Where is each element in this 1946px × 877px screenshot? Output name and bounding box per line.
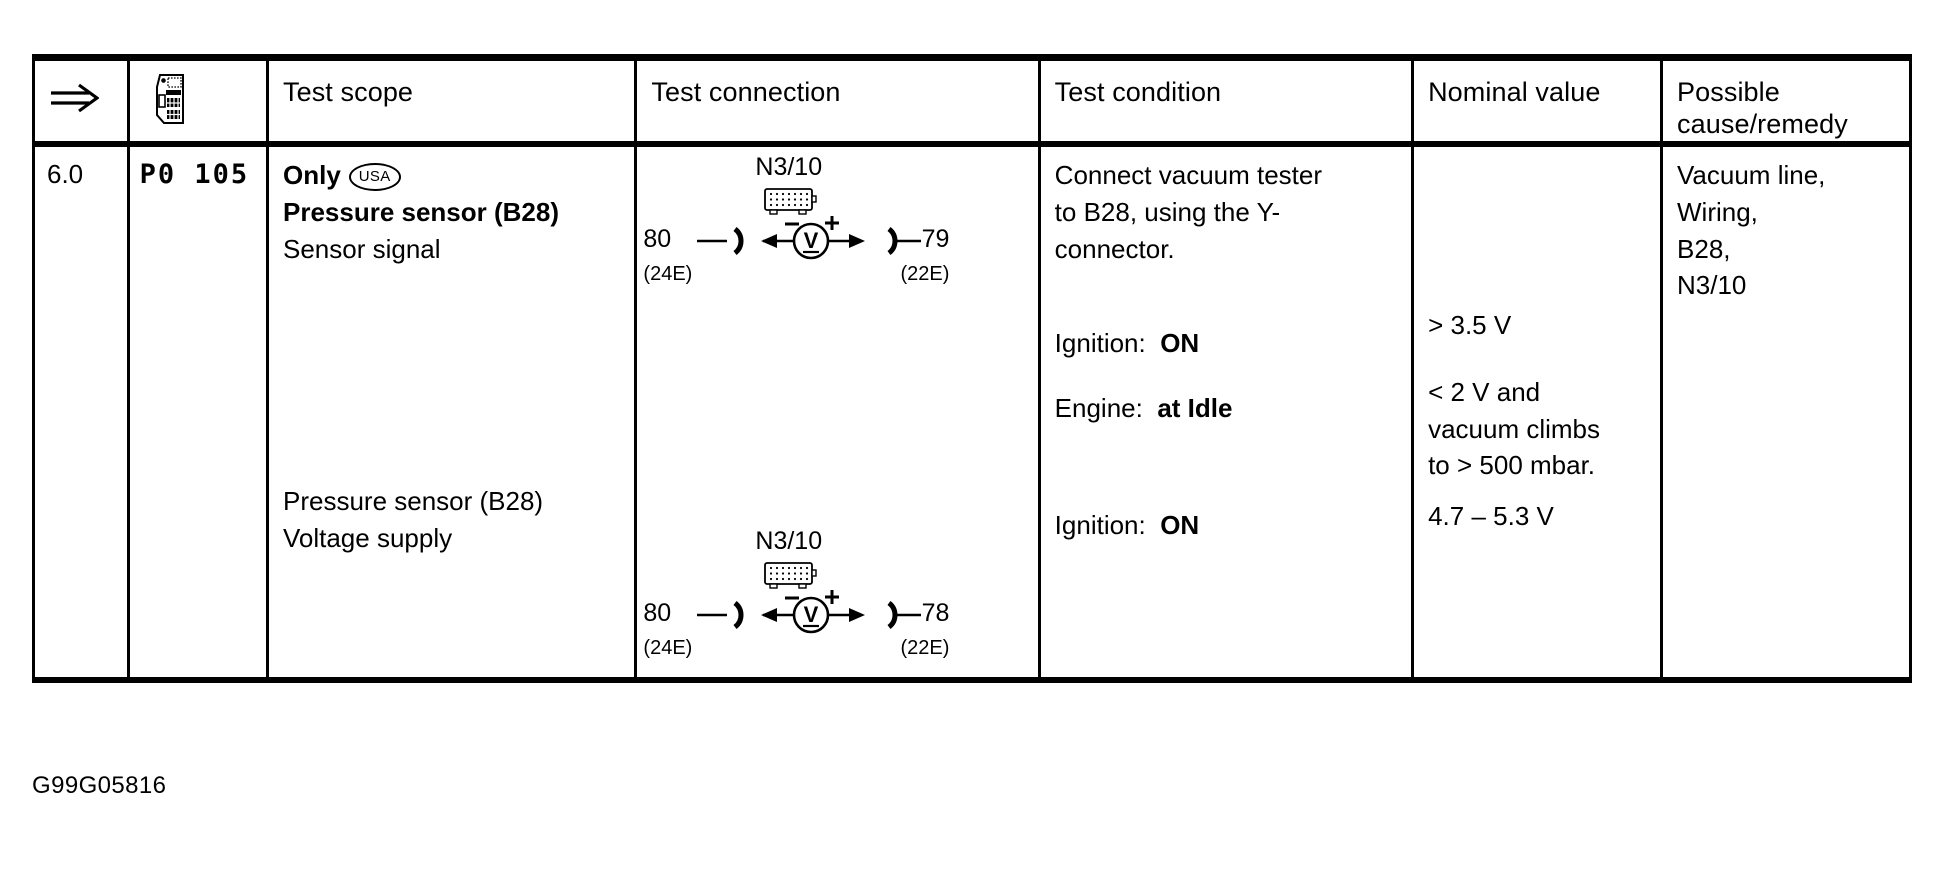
header-label-nominal-value: Nominal value (1428, 77, 1601, 107)
test-connection-diagram-2: N3/10 (637, 527, 955, 677)
test-condition-3-value: ON (1160, 510, 1200, 541)
possible-cause-item: N3/10 (1677, 270, 1747, 301)
header-label-possible-cause-line1: Possible (1677, 77, 1780, 107)
header-label-test-connection: Test connection (651, 77, 841, 107)
svg-text:V: V (804, 602, 819, 627)
header-cell-device (126, 53, 269, 147)
cell-fault-code: P0 105 (126, 143, 269, 683)
possible-cause-item: Vacuum line, (1677, 159, 1826, 190)
test-condition-1-value: ON (1160, 328, 1200, 359)
test-condition-instruction-line-3: connector. (1054, 233, 1175, 264)
diagram-2-pin-right-sub: (22E) (900, 636, 950, 659)
header-label-test-condition: Test condition (1054, 77, 1222, 107)
diagram-1-pin-right: 79 (921, 224, 950, 253)
header-cell-nominal-value: Nominal value (1411, 53, 1664, 147)
diagram-2-pin-left-sub: (24E) (643, 636, 693, 659)
test-condition-3-label: Ignition: (1054, 510, 1146, 541)
possible-cause-item: Wiring, (1677, 196, 1758, 227)
double-arrow-icon (51, 83, 99, 113)
cell-step-number: 6.0 (32, 143, 130, 683)
diagram-2-pin-left: 80 (643, 598, 672, 627)
fault-code-value: P0 105 (139, 158, 250, 190)
test-condition-3: Ignition: ON (1055, 507, 1411, 544)
possible-cause-item: B28, (1677, 233, 1731, 264)
cell-test-connection: N3/10 (634, 143, 1041, 683)
diagram-1-pin-left-sub: (24E) (643, 262, 693, 285)
handheld-tester-icon (155, 74, 184, 124)
diagram-1-component-label: N3/10 (755, 152, 823, 181)
header-cell-test-connection: Test connection (634, 53, 1041, 147)
test-condition-instruction-line-2: to B28, using the Y- (1054, 196, 1281, 227)
test-condition-1: Ignition: ON (1055, 325, 1411, 362)
nominal-value-2-line-2: vacuum climbs (1428, 413, 1601, 444)
header-label-test-scope: Test scope (282, 77, 414, 107)
test-condition-2-label: Engine: (1054, 393, 1143, 424)
svg-text:V: V (804, 228, 819, 253)
test-scope-subtitle-1: Sensor signal (282, 233, 441, 264)
nominal-value-3: 4.7 – 5.3 V (1428, 501, 1554, 532)
step-number-value: 6.0 (47, 158, 84, 189)
diagram-1-pin-left: 80 (643, 224, 672, 253)
voltmeter-icon: V (697, 589, 922, 634)
test-scope-group-2: Pressure sensor (B28) Voltage supply (269, 267, 634, 557)
table-header-row: Test scope Test connection Test conditio… (32, 53, 1912, 147)
test-condition-2: Engine: at Idle (1055, 390, 1411, 427)
header-cell-step (32, 53, 130, 147)
cell-possible-cause: Vacuum line, Wiring, B28, N3/10 (1660, 143, 1912, 683)
test-scope-title-1: Pressure sensor (B28) (282, 196, 560, 227)
voltmeter-icon: V (697, 215, 922, 260)
nominal-value-2-line-3: to > 500 mbar. (1428, 450, 1596, 481)
cell-nominal-value: > 3.5 V < 2 V and vacuum climbs to > 500… (1411, 143, 1664, 683)
nominal-value-2-line-1: < 2 V and (1428, 376, 1541, 407)
test-connection-diagram-1: N3/10 (637, 153, 955, 303)
connector-block-icon (764, 187, 818, 215)
usa-market-badge: USA (348, 162, 401, 191)
diagram-2-pin-right: 78 (921, 598, 950, 627)
test-scope-title-2: Pressure sensor (B28) (282, 486, 544, 517)
header-cell-test-condition: Test condition (1037, 53, 1415, 147)
cell-test-condition: Connect vacuum tester to B28, using the … (1037, 143, 1415, 683)
footer-reference-code: G99G05816 (32, 772, 167, 799)
test-condition-1-label: Ignition: (1054, 328, 1146, 359)
diagram-2-component-label: N3/10 (755, 526, 823, 555)
header-cell-possible-cause: Possible cause/remedy (1660, 53, 1912, 147)
header-label-possible-cause-line2: cause/remedy (1677, 108, 1848, 139)
only-label: Only (282, 159, 341, 190)
diagram-1-pin-right-sub: (22E) (900, 262, 950, 285)
test-scope-subtitle-2: Voltage supply (282, 523, 453, 554)
diagnostic-test-table: Test scope Test connection Test conditio… (32, 53, 1912, 683)
header-cell-test-scope: Test scope (265, 53, 638, 147)
connector-block-icon (764, 561, 818, 589)
test-condition-instruction-line-1: Connect vacuum tester (1054, 159, 1323, 190)
test-condition-2-value: at Idle (1157, 393, 1233, 424)
nominal-value-1: > 3.5 V (1428, 309, 1512, 340)
